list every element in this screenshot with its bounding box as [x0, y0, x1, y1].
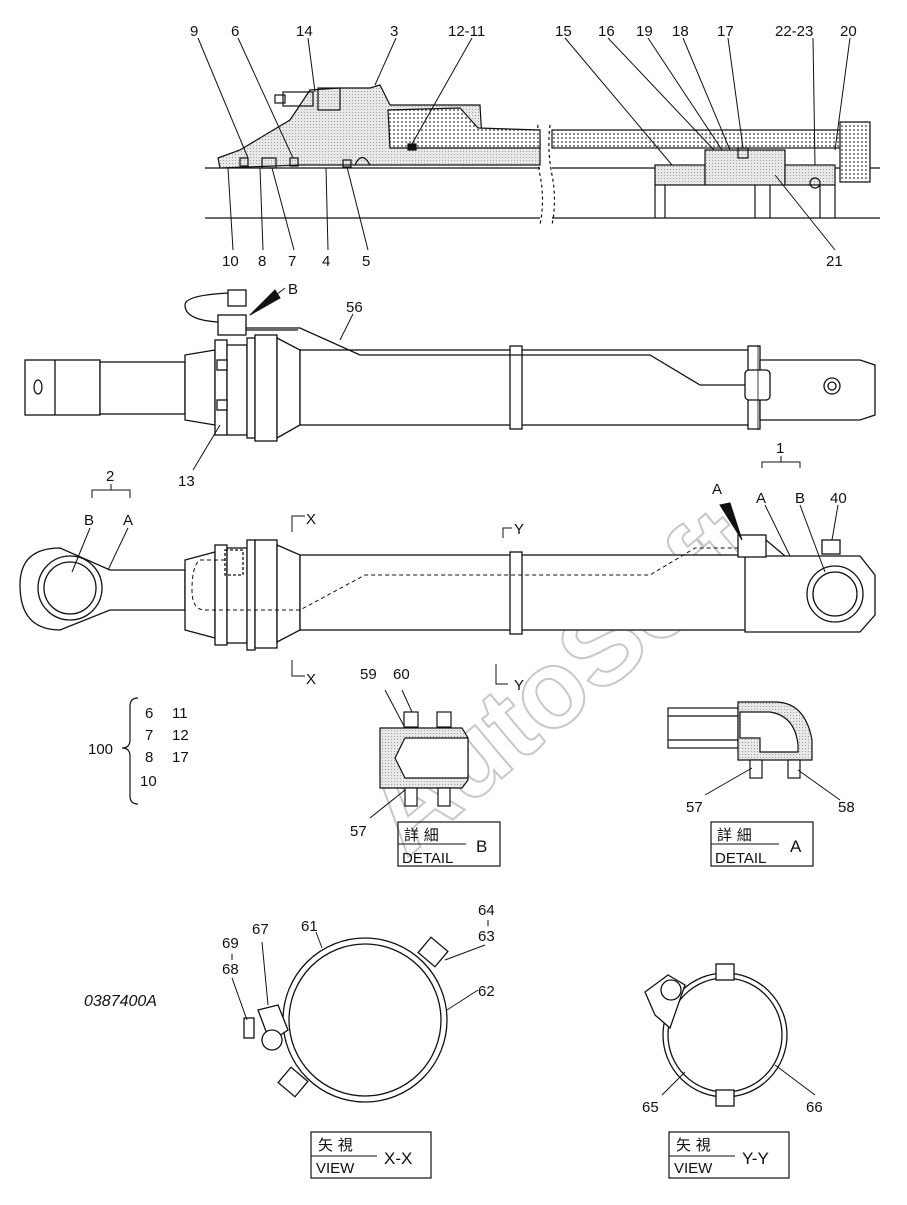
- group-item: 6: [145, 705, 153, 722]
- callout-2A: A: [123, 512, 133, 529]
- view-yy-drawing: [644, 963, 816, 1107]
- callout-63: 63: [478, 928, 495, 945]
- callout-5: 5: [362, 253, 370, 270]
- detail-a-callouts: 57 58: [686, 799, 855, 816]
- group-item: 7: [145, 727, 153, 744]
- section-label-x-bottom: X: [306, 671, 316, 688]
- callout-4: 4: [322, 253, 330, 270]
- hidden-pipe: [191, 547, 738, 611]
- detail-b-en: DETAIL: [402, 850, 453, 867]
- callout-18: 18: [672, 23, 689, 40]
- callout-1: 1: [776, 440, 784, 457]
- callout-22-23: 22-23: [775, 23, 813, 40]
- detail-a-drawing: [667, 701, 841, 801]
- callout-40: 40: [830, 490, 847, 507]
- callout-61: 61: [301, 918, 318, 935]
- detail-b-drawing: [369, 689, 469, 819]
- callout-16: 16: [598, 23, 615, 40]
- section-label-x-top: X: [306, 511, 316, 528]
- detail-b-label: 詳 細 DETAIL B: [397, 821, 501, 867]
- view-yy-callouts: 65 66: [642, 1099, 823, 1116]
- group-item: 8: [145, 749, 153, 766]
- detail-b-callouts: 59 60 57: [350, 666, 410, 840]
- callout-7: 7: [288, 253, 296, 270]
- callout-58: 58: [838, 799, 855, 816]
- callout-62: 62: [478, 983, 495, 1000]
- group-item: 12: [172, 727, 189, 744]
- view-xx-label: 矢 視 VIEW X-X: [310, 1131, 432, 1179]
- detail-a-jp: 詳 細: [717, 826, 752, 844]
- callout-A-top: A: [712, 481, 722, 498]
- section-label-y-top: Y: [514, 521, 524, 538]
- callout-21: 21: [826, 253, 843, 270]
- view-xx-drawing: [231, 931, 486, 1103]
- callout-2: 2: [106, 468, 114, 485]
- section-view-top: [205, 84, 880, 226]
- callouts-plan: 2 B A 1 A B A 40 X X Y Y: [84, 440, 847, 694]
- detail-b-jp: 詳 細: [404, 826, 439, 844]
- callout-3: 3: [390, 23, 398, 40]
- callouts-side: B 56 13: [178, 281, 363, 490]
- cylinder-plan-view: [19, 534, 876, 651]
- view-yy-letter: Y-Y: [742, 1149, 769, 1168]
- group-number: 100: [88, 741, 113, 758]
- callout-56: 56: [346, 299, 363, 316]
- callout-57-a: 57: [686, 799, 703, 816]
- group-item: 17: [172, 749, 189, 766]
- callout-14: 14: [296, 23, 313, 40]
- detail-a-en: DETAIL: [715, 850, 766, 867]
- callout-65: 65: [642, 1099, 659, 1116]
- callout-57-b: 57: [350, 823, 367, 840]
- group-bracket: 100 6 7 8 10 11 12 17: [88, 697, 189, 805]
- leaders-plan: [71, 456, 839, 685]
- callout-1A: A: [756, 490, 766, 507]
- callout-68: 68: [222, 961, 239, 978]
- view-yy-label: 矢 視 VIEW Y-Y: [668, 1131, 790, 1179]
- callout-6: 6: [231, 23, 239, 40]
- callouts-top: 9 6 14 3 12-11 15 16 19 18 17 22-23 20 1…: [190, 23, 857, 270]
- callout-12-11: 12-11: [448, 23, 485, 40]
- view-xx-jp: 矢 視: [318, 1136, 353, 1154]
- cylinder-side-view: [24, 289, 876, 442]
- callout-59: 59: [360, 666, 377, 683]
- group-item: 10: [140, 773, 157, 790]
- callout-8: 8: [258, 253, 266, 270]
- view-xx-en: VIEW: [316, 1160, 355, 1177]
- leaders-side: [192, 287, 354, 471]
- group-item: 11: [172, 705, 188, 722]
- callout-2B: B: [84, 512, 94, 529]
- callout-66: 66: [806, 1099, 823, 1116]
- view-xx-callouts: 61 67 69 68 64 63 62: [222, 902, 495, 1000]
- detail-b-letter: B: [476, 837, 487, 856]
- callout-17: 17: [717, 23, 734, 40]
- callout-15: 15: [555, 23, 572, 40]
- callout-19: 19: [636, 23, 653, 40]
- view-xx-letter: X-X: [384, 1149, 412, 1168]
- callout-1B: B: [795, 490, 805, 507]
- callout-B-top: B: [288, 281, 298, 298]
- callout-20: 20: [840, 23, 857, 40]
- callout-67: 67: [252, 921, 269, 938]
- detail-a-letter: A: [790, 837, 802, 856]
- callout-64: 64: [478, 902, 495, 919]
- detail-a-label: 詳 細 DETAIL A: [710, 821, 814, 867]
- callout-9: 9: [190, 23, 198, 40]
- callout-10: 10: [222, 253, 239, 270]
- section-label-y-bottom: Y: [514, 677, 524, 694]
- callout-69: 69: [222, 935, 239, 952]
- callout-60: 60: [393, 666, 410, 683]
- view-yy-en: VIEW: [674, 1160, 713, 1177]
- view-yy-jp: 矢 視: [676, 1136, 711, 1154]
- drawing-number: 0387400A: [84, 993, 157, 1010]
- callout-13: 13: [178, 473, 195, 490]
- leaders-top: [197, 37, 851, 251]
